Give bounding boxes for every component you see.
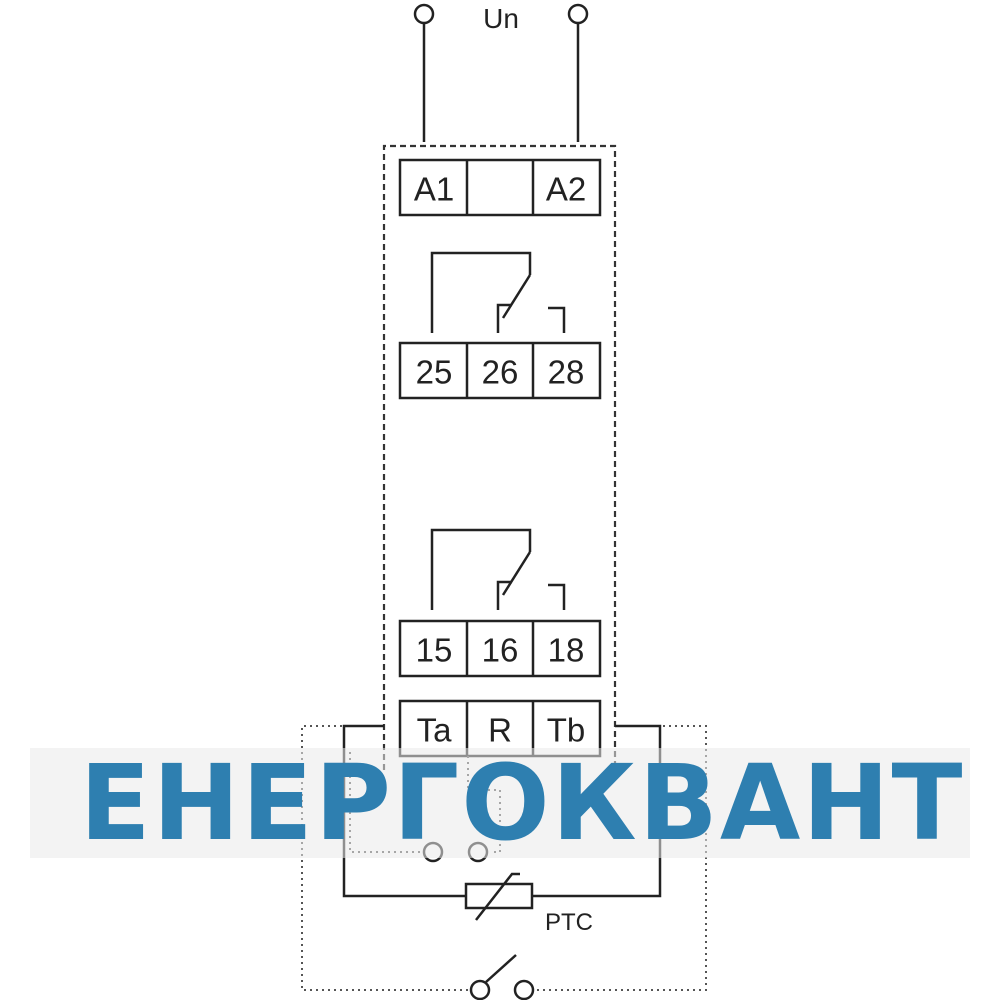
relay-1-no-contact [548,306,566,333]
terminal-r: R [488,712,512,749]
sensor-terminal-frame [398,699,602,758]
watermark: ЕНЕРГОКВАНТ [30,742,970,864]
relay-2-terminal-block: 15 16 18 [398,619,602,678]
relay-contact-2 [430,528,566,610]
terminal-ta: Ta [417,712,453,749]
relay-1-terminal-block: 25 26 28 [398,341,602,400]
relay-1-switch-blade [501,274,532,319]
ptc-variable-mark [475,872,520,921]
supply-terminal-right [567,3,589,25]
terminal-26: 26 [482,354,519,391]
terminal-25: 25 [416,354,453,391]
terminal-a1: A1 [414,171,454,208]
ptc-thermistor-symbol [464,882,534,910]
relay-1-common-wire [430,251,532,333]
watermark-logo-text: ЕНЕРГОКВАНТ [80,742,965,864]
relay-2-nc-contact [496,580,512,610]
power-terminal-block: A1 A2 [398,158,602,217]
power-terminal-frame [398,158,602,217]
sensor-terminal-block: Ta R Tb [398,699,602,758]
switch-contact-right [513,979,535,1000]
terminal-18: 18 [548,632,585,669]
switch-contact-left [469,979,491,1000]
terminal-16: 16 [482,632,519,669]
supply-voltage-label: Un [483,3,519,34]
supply-terminal-left [413,3,435,25]
relay-1-nc-contact [496,303,512,333]
relay-2-switch-blade [501,551,532,596]
relay-2-terminal-frame [398,619,602,678]
relay-2-common-wire [430,528,532,610]
terminal-tb: Tb [547,712,586,749]
watermark-band [30,748,970,858]
relay-contact-1 [430,251,566,333]
relay-1-terminal-frame [398,341,602,400]
relay-2-no-contact [548,583,566,610]
external-switch-blade [485,954,517,983]
terminal-a2: A2 [546,171,586,208]
supply-terminals: Un [413,3,589,142]
terminal-15: 15 [416,632,453,669]
device-housing [382,144,617,770]
ptc-label: PTC [545,909,593,936]
terminal-28: 28 [548,354,585,391]
